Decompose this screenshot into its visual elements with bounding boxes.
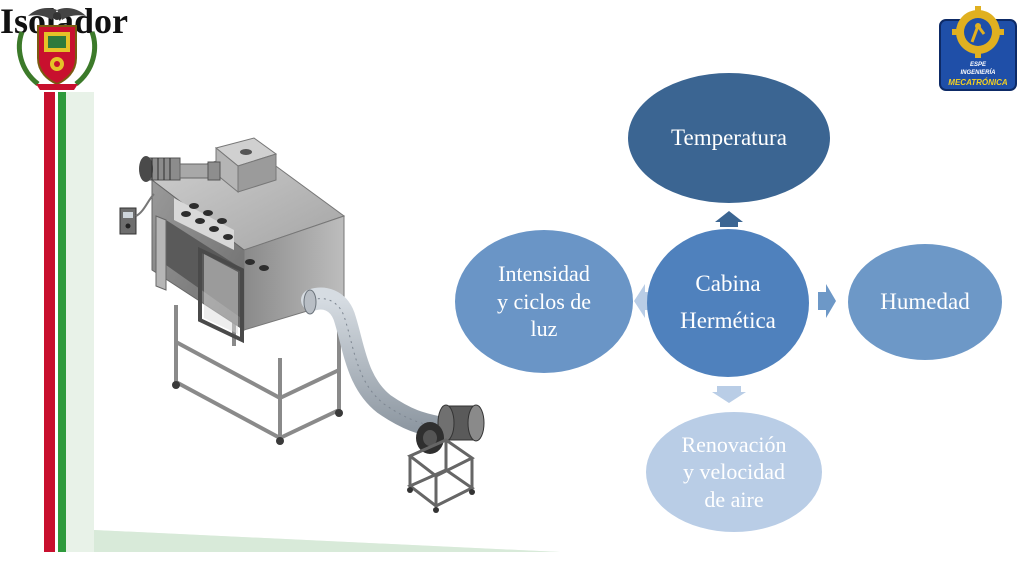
red-stripe bbox=[44, 92, 55, 552]
arrow-right-icon bbox=[818, 284, 836, 318]
node-intensidad-line-1: Intensidad bbox=[498, 261, 590, 287]
white-stripe bbox=[55, 92, 58, 552]
node-cabina-hermetica: Cabina Hermética bbox=[647, 229, 809, 377]
node-humedad: Humedad bbox=[848, 244, 1002, 360]
node-renovacion-line-3: de aire bbox=[704, 486, 764, 512]
logo-mecatronica-text: MECATRÓNICA bbox=[948, 78, 1008, 87]
node-cabina-line-2: Hermética bbox=[680, 308, 776, 333]
arrow-up-icon bbox=[715, 211, 743, 227]
node-renovacion-aire: Renovación y velocidad de aire bbox=[646, 412, 822, 532]
isolator-cabinet-image bbox=[119, 137, 485, 513]
node-cabina-line-1: Cabina bbox=[695, 271, 761, 297]
arrow-down-icon bbox=[712, 386, 746, 403]
node-temperatura-line-1: Temperatura bbox=[671, 124, 787, 150]
university-crest-icon bbox=[16, 8, 98, 90]
logo-ingenieria-text: INGENIERÍA bbox=[960, 69, 995, 76]
green-stripe bbox=[58, 92, 66, 552]
logo-espe-text: ESPE bbox=[970, 62, 987, 68]
node-humedad-line-1: Humedad bbox=[880, 288, 970, 314]
node-intensidad-luz: Intensidad y ciclos de luz bbox=[455, 230, 633, 373]
node-temperatura: Temperatura bbox=[628, 73, 830, 203]
node-intensidad-line-2: y ciclos de bbox=[496, 288, 592, 314]
node-renovacion-line-1: Renovación bbox=[681, 431, 787, 457]
node-intensidad-line-3: luz bbox=[530, 316, 558, 342]
espe-mecatronica-icon: ESPE INGENIERÍA MECATRÓNICA bbox=[939, 6, 1017, 91]
node-renovacion-line-2: y velocidad bbox=[682, 459, 786, 485]
